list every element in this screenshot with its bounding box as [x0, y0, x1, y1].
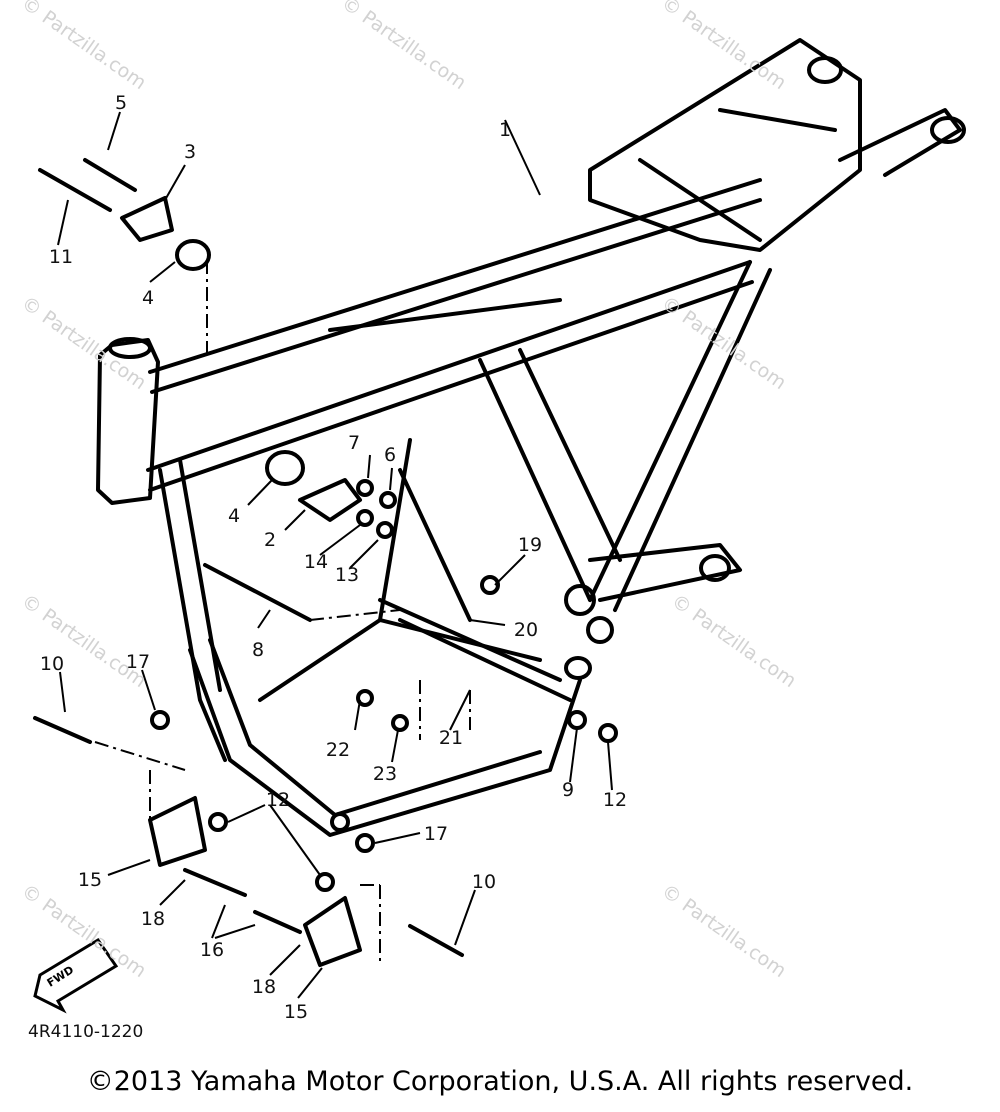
callout-number: 10 [471, 871, 497, 893]
callout-number: 17 [125, 651, 151, 673]
callout-number: 18 [251, 976, 277, 998]
down-tube-front [158, 468, 227, 762]
callout-number: 17 [423, 823, 449, 845]
callout-number: 1 [498, 119, 512, 141]
top-tube-upper [148, 178, 762, 374]
callout-number: 12 [602, 789, 628, 811]
callout-number: 10 [39, 653, 65, 675]
callout-number: 15 [283, 1001, 309, 1023]
callout-number: 20 [513, 619, 539, 641]
callout-number: 15 [77, 869, 103, 891]
callout-number: 4 [141, 287, 155, 309]
callout-number: 11 [48, 246, 74, 268]
callout-number: 21 [438, 727, 464, 749]
callout-number: 2 [263, 529, 277, 551]
callout-number: 18 [140, 908, 166, 930]
lower-cradle [188, 648, 582, 837]
callout-number: 4 [227, 505, 241, 527]
callout-number: 5 [114, 92, 128, 114]
down-tube-rear [378, 438, 412, 622]
callout-number: 12 [265, 789, 291, 811]
top-tube-lower [146, 260, 752, 472]
forward-arrow [33, 937, 119, 1014]
rear-subframe [588, 38, 862, 252]
callout-number: 13 [334, 564, 360, 586]
callout-number: 22 [325, 739, 351, 761]
callout-number: 23 [372, 763, 398, 785]
callout-number: 3 [183, 141, 197, 163]
diagram-code: 4R4110-1220 [28, 1022, 144, 1042]
callout-number: 16 [199, 939, 225, 961]
callout-number: 8 [251, 639, 265, 661]
rear-stay [588, 260, 752, 602]
callout-number: 6 [383, 444, 397, 466]
copyright-notice: ©2013 Yamaha Motor Corporation, U.S.A. A… [86, 1066, 914, 1097]
callout-number: 9 [561, 779, 575, 801]
callout-number: 7 [347, 432, 361, 454]
callout-number: 19 [517, 534, 543, 556]
callout-number: 14 [303, 551, 329, 573]
